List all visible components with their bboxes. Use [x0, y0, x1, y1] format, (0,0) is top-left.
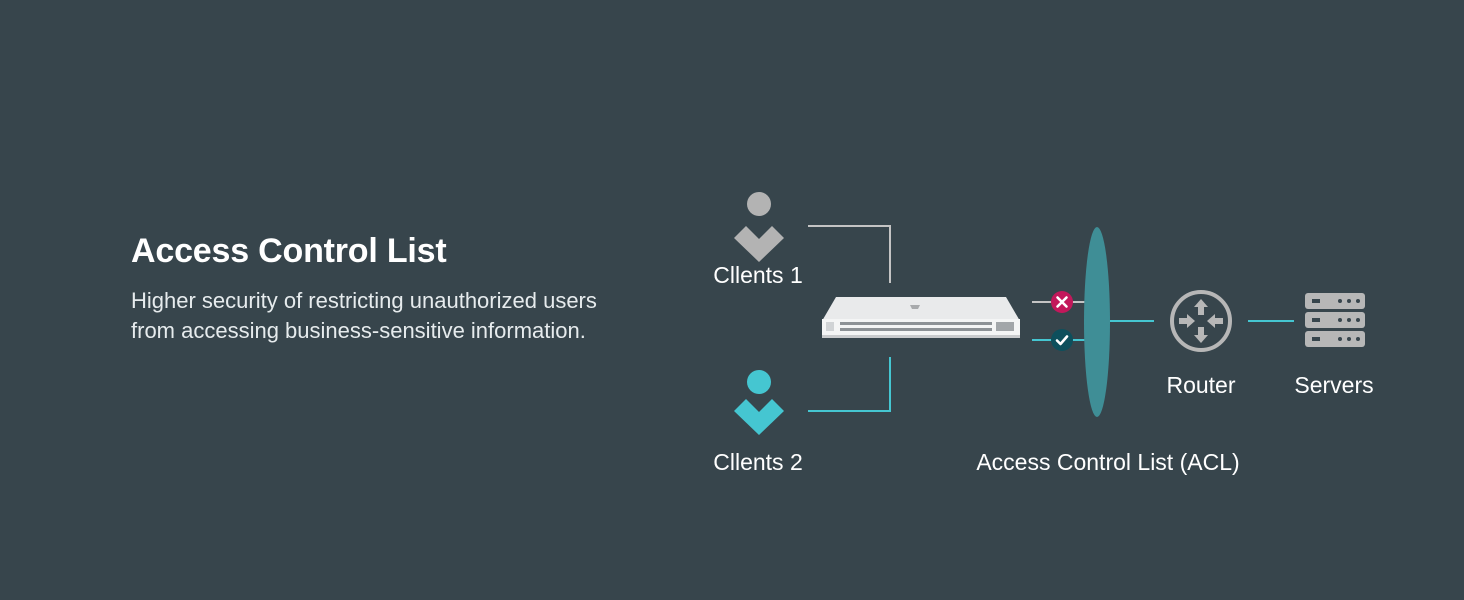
clients2-label: Cllents 2: [713, 449, 802, 475]
description-line-2: from accessing business-sensitive inform…: [131, 318, 586, 343]
network-switch-icon: [822, 297, 1020, 338]
servers-label: Servers: [1294, 372, 1373, 398]
page-title: Access Control List: [131, 232, 447, 270]
client1-connection-line: [808, 225, 891, 283]
person-icon: [734, 370, 784, 435]
router-label: Router: [1166, 372, 1235, 398]
acl-label: Access Control List (ACL): [976, 449, 1239, 475]
check-circle-icon: [1051, 329, 1073, 351]
x-circle-icon: [1051, 291, 1073, 313]
person-icon: [734, 192, 784, 262]
acl-barrier: [1084, 227, 1110, 417]
router-icon: [1170, 290, 1232, 352]
server-stack-icon: [1305, 293, 1365, 347]
description: Higher security of restricting unauthori…: [131, 286, 691, 346]
clients1-label: Cllents 1: [713, 262, 802, 288]
client2-connection-line: [808, 357, 891, 412]
description-line-1: Higher security of restricting unauthori…: [131, 288, 597, 313]
